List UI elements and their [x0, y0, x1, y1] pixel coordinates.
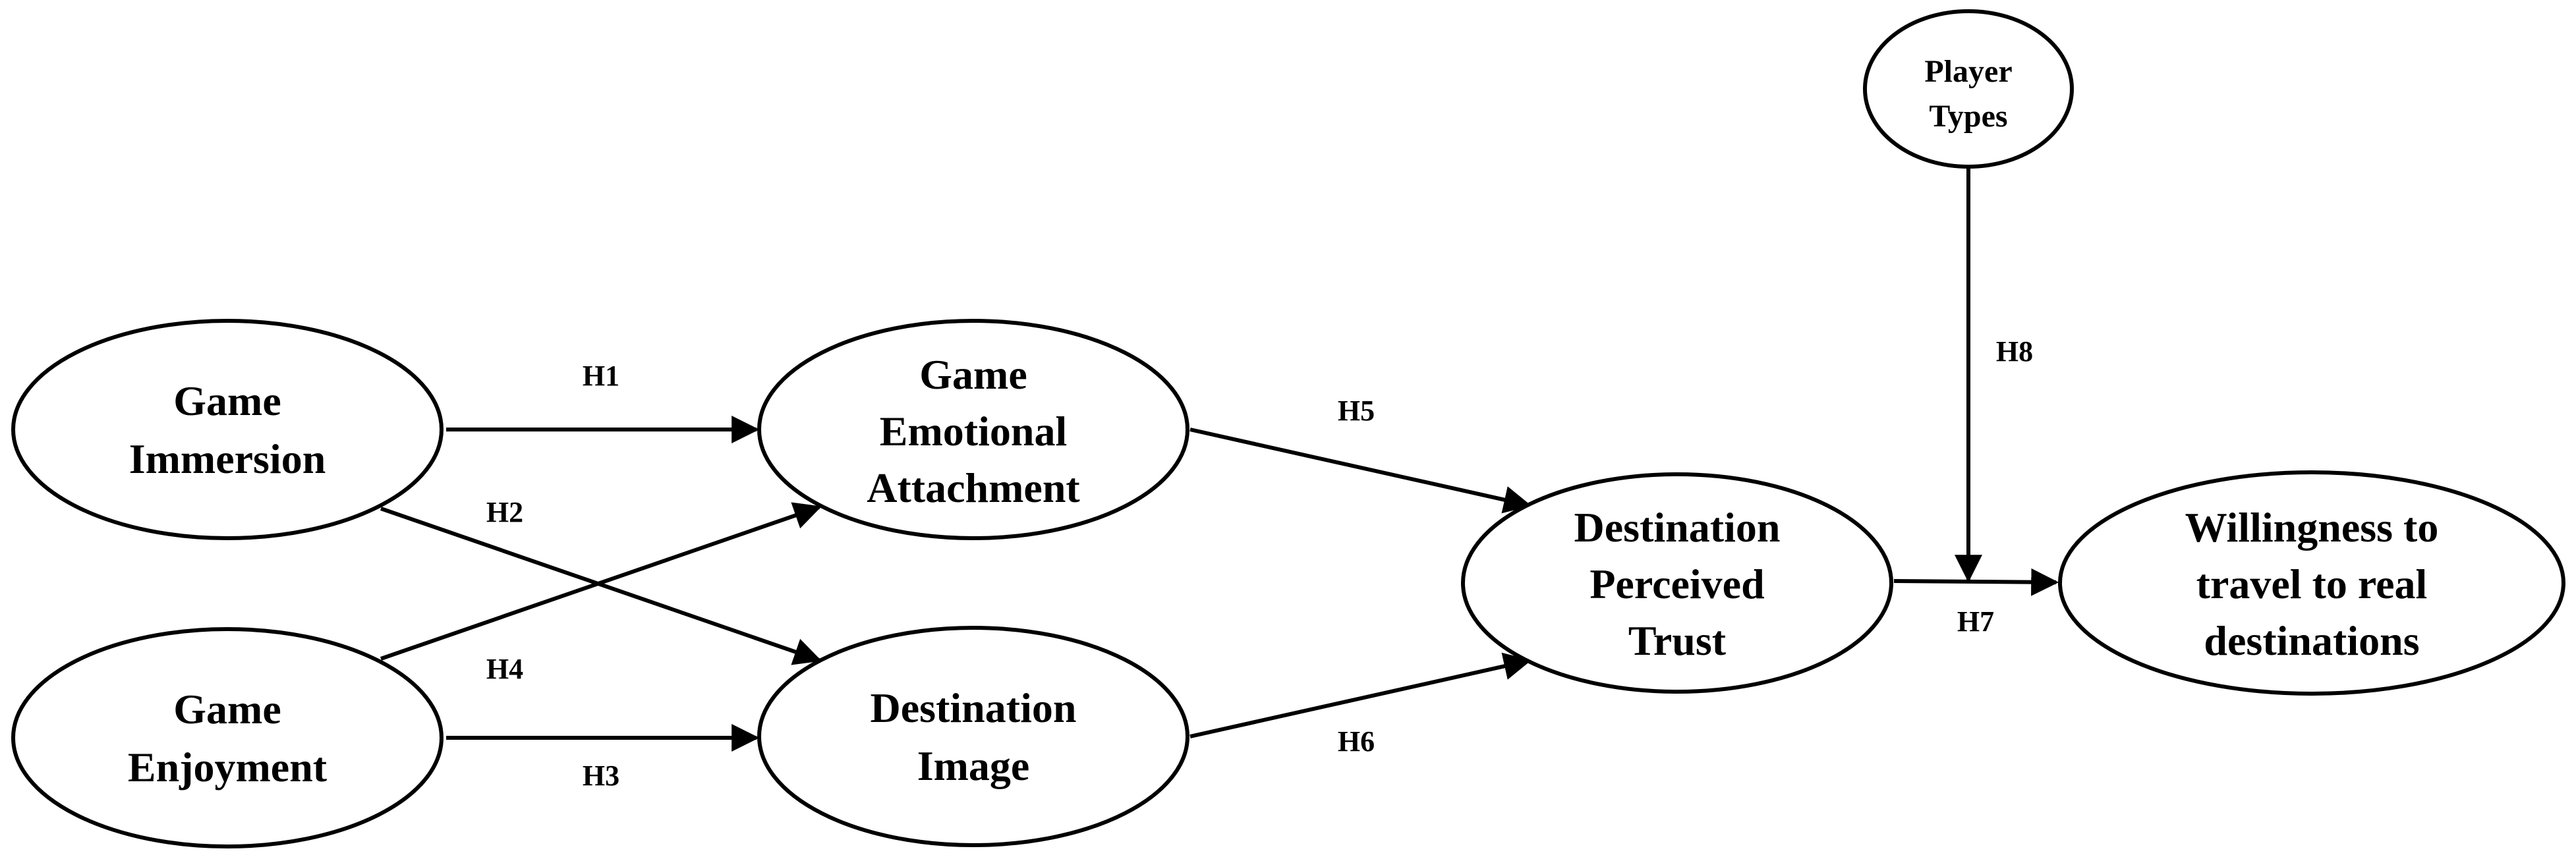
- node-label-line: Game: [919, 351, 1027, 398]
- node-label-line: Player: [1924, 54, 2012, 89]
- node-label-line: destinations: [2204, 617, 2419, 664]
- node-player-types: Player Types: [1863, 9, 2074, 169]
- node-label-line: Perceived: [1589, 561, 1764, 607]
- node-label-line: Destination: [871, 684, 1077, 731]
- node-label-line: Attachment: [867, 464, 1080, 511]
- node-label-line: Willingness to: [2185, 504, 2439, 551]
- node-label-line: Destination: [1574, 504, 1781, 551]
- node-game-immersion: Game Immersion: [11, 319, 444, 540]
- node-label-line: Immersion: [129, 435, 326, 482]
- edge-h4: [380, 502, 822, 661]
- node-destination-image: Destination Image: [757, 626, 1189, 847]
- node-willingness-to-travel: Willingness to travel to real destinatio…: [2058, 470, 2565, 696]
- edge-label-h8: H8: [1996, 335, 2033, 368]
- edge-label-h5: H5: [1338, 395, 1375, 427]
- edge-h6: [1189, 652, 1532, 738]
- edge-h5: [1189, 428, 1532, 514]
- node-label-line: Types: [1929, 99, 2007, 134]
- edge-label-h1: H1: [583, 360, 619, 392]
- edge-label-h4: H4: [486, 653, 523, 685]
- node-destination-perceived-trust: Destination Perceived Trust: [1461, 472, 1893, 694]
- node-game-enjoyment: Game Enjoyment: [11, 627, 444, 848]
- edge-h7: [1893, 568, 2059, 596]
- node-label-line: Image: [917, 742, 1030, 789]
- node-game-emotional-attachment: Game Emotional Attachment: [757, 319, 1189, 540]
- node-label-line: Trust: [1628, 617, 1727, 664]
- node-label-line: Emotional: [880, 408, 1067, 455]
- node-label-line: Enjoyment: [128, 744, 328, 790]
- edge-labels: H1 H2 H3 H4 H5 H6 H7 H8: [486, 335, 2033, 792]
- edge-label-h6: H6: [1338, 725, 1375, 758]
- edge-label-h2: H2: [486, 496, 523, 528]
- node-label-line: Game: [173, 686, 281, 733]
- node-label-line: travel to real: [2196, 561, 2428, 607]
- edges: [380, 167, 2059, 752]
- edge-label-h7: H7: [1957, 605, 1994, 638]
- edge-label-h3: H3: [583, 760, 619, 792]
- node-label-line: Game: [173, 377, 281, 424]
